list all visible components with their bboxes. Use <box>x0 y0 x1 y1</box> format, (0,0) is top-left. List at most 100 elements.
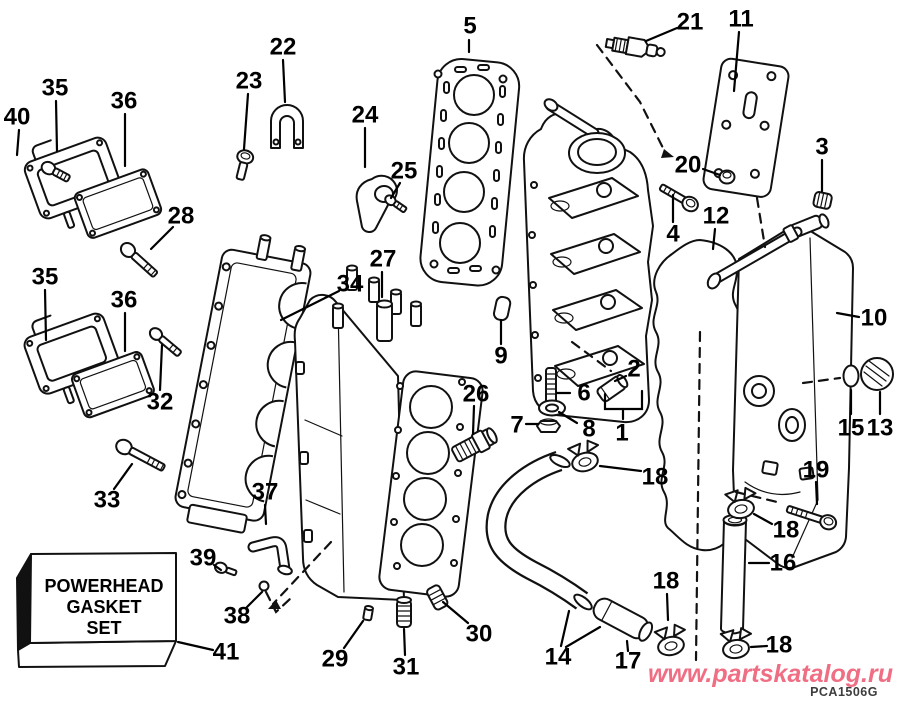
callout-23: 23 <box>236 68 263 95</box>
callout-14: 14 <box>545 644 572 671</box>
leader-line-8 <box>557 410 579 425</box>
callout-11: 11 <box>728 6 753 33</box>
callout-3: 3 <box>815 134 828 161</box>
leader-line-14 <box>564 625 602 649</box>
callout-30: 30 <box>466 621 493 648</box>
leader-line-18 <box>665 592 670 622</box>
leader-line-18 <box>598 464 643 473</box>
grommet-38-drawing <box>258 580 270 592</box>
callout-18: 18 <box>642 464 669 491</box>
nut-7-drawing <box>536 418 561 433</box>
water-hose-drawing <box>485 451 593 611</box>
callout-2: 2 <box>627 356 640 383</box>
drawing-code: PCA1506G <box>810 685 878 699</box>
callout-40: 40 <box>4 104 31 131</box>
spring-plug-31-drawing <box>396 596 412 628</box>
leader-line-23 <box>242 92 250 151</box>
seal-15-drawing <box>842 364 860 388</box>
watermark-url: www.partskatalog.ru <box>648 660 893 688</box>
leader-line-19 <box>814 480 819 506</box>
leader-line-40 <box>15 128 21 157</box>
assembly-dashed-line <box>801 376 842 385</box>
leader-line-14 <box>559 609 571 648</box>
hose-clamp-18-drawing <box>566 437 605 476</box>
callout-34: 34 <box>337 271 364 298</box>
cap-13-drawing <box>860 357 894 391</box>
spark-plug-drawing <box>604 36 666 58</box>
callout-5: 5 <box>463 13 476 40</box>
leader-lines-layer <box>15 26 882 657</box>
inner-plate-drawing <box>702 57 790 198</box>
hidden-lines-layer <box>264 43 842 662</box>
assembly-dashed-line <box>570 340 613 373</box>
callout-26: 26 <box>463 381 490 408</box>
bolt-33-drawing <box>115 438 166 472</box>
callout-29: 29 <box>322 646 349 673</box>
water-tube-drawing <box>719 514 748 635</box>
plug-3-drawing <box>812 191 833 210</box>
kit-box-line-3: SET <box>86 618 121 638</box>
leader-line-29 <box>342 619 365 650</box>
leader-line-30 <box>441 600 470 625</box>
crankcase-half-drawing <box>174 233 312 534</box>
gasket-set-box: POWERHEAD GASKET SET <box>16 552 177 668</box>
callout-8: 8 <box>582 416 595 443</box>
kit-box-line-2: GASKET <box>66 597 141 617</box>
callout-27: 27 <box>370 246 397 273</box>
callout-18: 18 <box>773 517 800 544</box>
assembly-dashed-line <box>271 540 333 606</box>
leader-line-26 <box>471 404 476 436</box>
callout-9: 9 <box>494 343 507 370</box>
hose-clamp-18-drawing <box>653 621 691 659</box>
screw-40-drawing <box>40 160 71 183</box>
callout-10: 10 <box>861 305 888 332</box>
callout-31: 31 <box>393 654 420 681</box>
assembly-dashed-line <box>755 196 767 249</box>
callout-18: 18 <box>653 568 680 595</box>
leader-line-33 <box>112 462 134 491</box>
callout-25: 25 <box>391 158 418 185</box>
callout-33: 33 <box>94 487 121 514</box>
kit-box-line-1: POWERHEAD <box>44 576 163 596</box>
callout-35: 35 <box>32 264 59 291</box>
leader-line-35 <box>54 99 59 153</box>
leader-line-37 <box>263 503 268 526</box>
bolt-32-drawing <box>148 327 182 357</box>
leader-line-25 <box>389 181 402 200</box>
dowel-pin-9-drawing <box>492 295 512 322</box>
callout-1: 1 <box>615 420 628 447</box>
callout-15: 15 <box>838 415 865 442</box>
leader-line-28 <box>149 225 175 251</box>
leader-line-18 <box>752 512 774 526</box>
callout-7: 7 <box>510 412 523 439</box>
callout-36: 36 <box>111 287 138 314</box>
leader-line-18 <box>749 644 769 649</box>
bolt-23-drawing <box>235 149 255 181</box>
leader-line-32 <box>158 343 164 392</box>
leader-line-17 <box>625 639 630 653</box>
connector-17-drawing <box>592 597 654 642</box>
bypass-gasket-top-drawing <box>73 168 163 239</box>
screw-39-drawing <box>214 561 238 577</box>
callout-39: 39 <box>190 545 217 572</box>
leader-line-21 <box>644 26 679 43</box>
bypass-gasket-bottom-drawing <box>70 351 155 419</box>
callout-36: 36 <box>111 88 138 115</box>
callout-21: 21 <box>677 9 704 36</box>
assembly-dashed-line <box>264 590 293 614</box>
spring-plug-30-drawing <box>426 584 449 611</box>
bolt-19-drawing <box>785 505 838 531</box>
leader-line-12 <box>711 227 717 251</box>
callout-18: 18 <box>766 632 793 659</box>
leader-line-10 <box>835 311 861 319</box>
callout-12: 12 <box>703 203 730 230</box>
leader-line-34 <box>279 289 341 322</box>
callout-20: 20 <box>675 152 702 179</box>
callout-41: 41 <box>213 639 240 666</box>
arrowhead <box>661 149 674 158</box>
assembly-dashed-line <box>734 490 783 505</box>
clamp-bracket-22-drawing <box>270 104 304 149</box>
